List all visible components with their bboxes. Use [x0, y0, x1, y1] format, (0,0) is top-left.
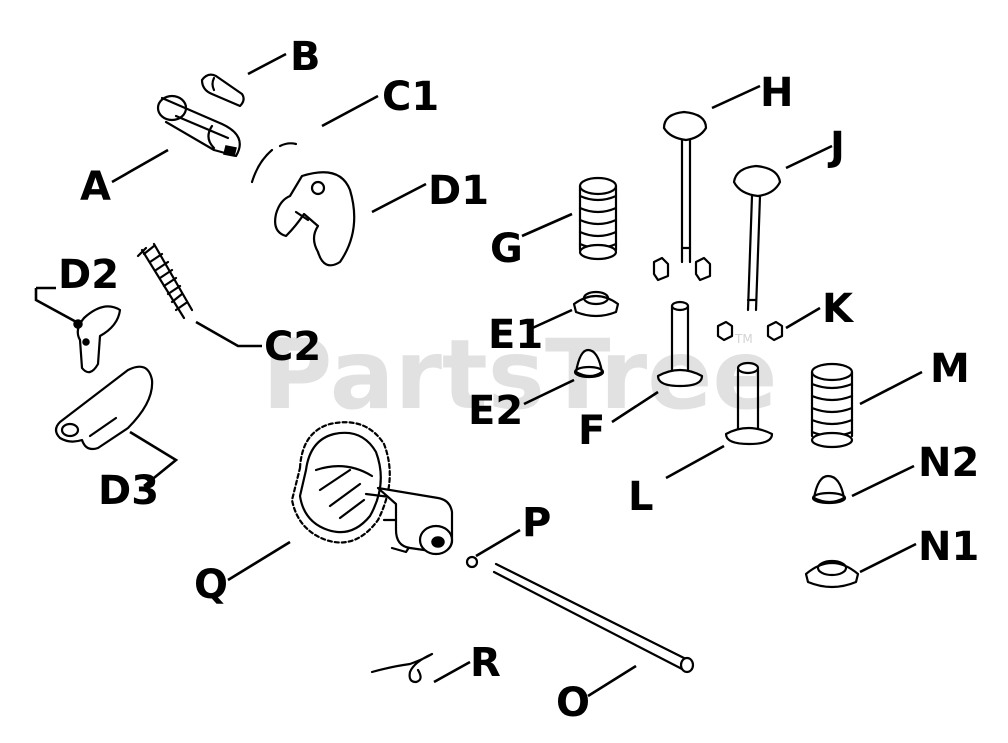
- part-r-wire[interactable]: [370, 652, 434, 684]
- part-d1-plate[interactable]: [274, 171, 356, 267]
- leader-e1: [527, 308, 573, 332]
- part-n1-retainer[interactable]: [804, 559, 860, 589]
- label-a[interactable]: A: [80, 164, 111, 210]
- label-q[interactable]: Q: [194, 562, 228, 608]
- label-d3[interactable]: D3: [98, 468, 159, 514]
- label-d1[interactable]: D1: [428, 168, 489, 214]
- leader-n2: [851, 464, 915, 498]
- leader-e2: [523, 378, 575, 406]
- part-b-pin[interactable]: [200, 73, 245, 108]
- leader-d1: [371, 182, 427, 214]
- leader-r: [433, 660, 471, 684]
- label-b[interactable]: B: [290, 34, 321, 80]
- label-k[interactable]: K: [822, 286, 855, 332]
- leader-d2: [34, 286, 81, 326]
- label-n2[interactable]: N2: [918, 440, 979, 486]
- part-l-tappet[interactable]: [724, 361, 774, 446]
- label-r[interactable]: R: [470, 640, 501, 686]
- label-e2[interactable]: E2: [468, 388, 523, 434]
- leader-g: [521, 212, 573, 238]
- callout-labels: B C1 A D1 D2 C2 D3 Q P R O G E1 E2 F H J…: [58, 34, 979, 726]
- part-o-rod[interactable]: [492, 562, 695, 674]
- leader-p: [475, 528, 521, 558]
- part-q-camshaft-gear[interactable]: [290, 421, 454, 556]
- part-g-spring[interactable]: [578, 176, 618, 261]
- part-h-valve[interactable]: [662, 110, 708, 264]
- label-o[interactable]: O: [556, 680, 590, 726]
- label-j[interactable]: J: [827, 124, 845, 170]
- leader-d3: [129, 430, 179, 488]
- label-c2[interactable]: C2: [264, 324, 321, 370]
- leader-a: [111, 148, 169, 184]
- leader-j: [785, 144, 833, 170]
- part-c2-spring[interactable]: [136, 242, 194, 320]
- part-m-spring[interactable]: [810, 362, 854, 449]
- part-d2-lever[interactable]: [73, 305, 122, 374]
- label-n1[interactable]: N1: [918, 524, 979, 570]
- part-n2-cap[interactable]: [811, 474, 847, 505]
- part-d3-bracket[interactable]: [54, 365, 154, 451]
- leader-l: [665, 444, 725, 480]
- part-k-keepers[interactable]: [716, 320, 784, 342]
- leader-o: [587, 664, 637, 698]
- label-l[interactable]: L: [628, 474, 654, 520]
- leader-k: [785, 306, 821, 330]
- leader-c2: [195, 320, 262, 348]
- part-a-sleeve[interactable]: [156, 94, 241, 158]
- label-p[interactable]: P: [522, 500, 551, 546]
- leader-lines: [34, 52, 923, 698]
- label-f[interactable]: F: [578, 408, 605, 454]
- label-g[interactable]: G: [490, 226, 523, 272]
- leader-b: [247, 52, 287, 76]
- label-h[interactable]: H: [760, 70, 793, 116]
- watermark-trademark: TM: [734, 332, 753, 346]
- part-h-keepers[interactable]: [652, 256, 712, 282]
- label-e1[interactable]: E1: [488, 312, 543, 358]
- leader-n1: [859, 542, 917, 574]
- label-d2[interactable]: D2: [58, 252, 119, 298]
- leader-q: [227, 540, 291, 582]
- leader-m: [859, 370, 923, 406]
- part-j-valve[interactable]: [732, 164, 782, 312]
- label-m[interactable]: M: [930, 346, 970, 392]
- leader-h: [711, 84, 761, 110]
- part-e2-cap[interactable]: [573, 348, 605, 379]
- leader-c1: [321, 94, 379, 128]
- part-p-ball[interactable]: [465, 555, 479, 569]
- label-c1[interactable]: C1: [382, 74, 439, 120]
- leader-f: [611, 390, 659, 424]
- part-f-tappet[interactable]: [656, 300, 704, 388]
- part-e1-retainer[interactable]: [572, 290, 620, 318]
- part-c1-clip[interactable]: [250, 142, 298, 184]
